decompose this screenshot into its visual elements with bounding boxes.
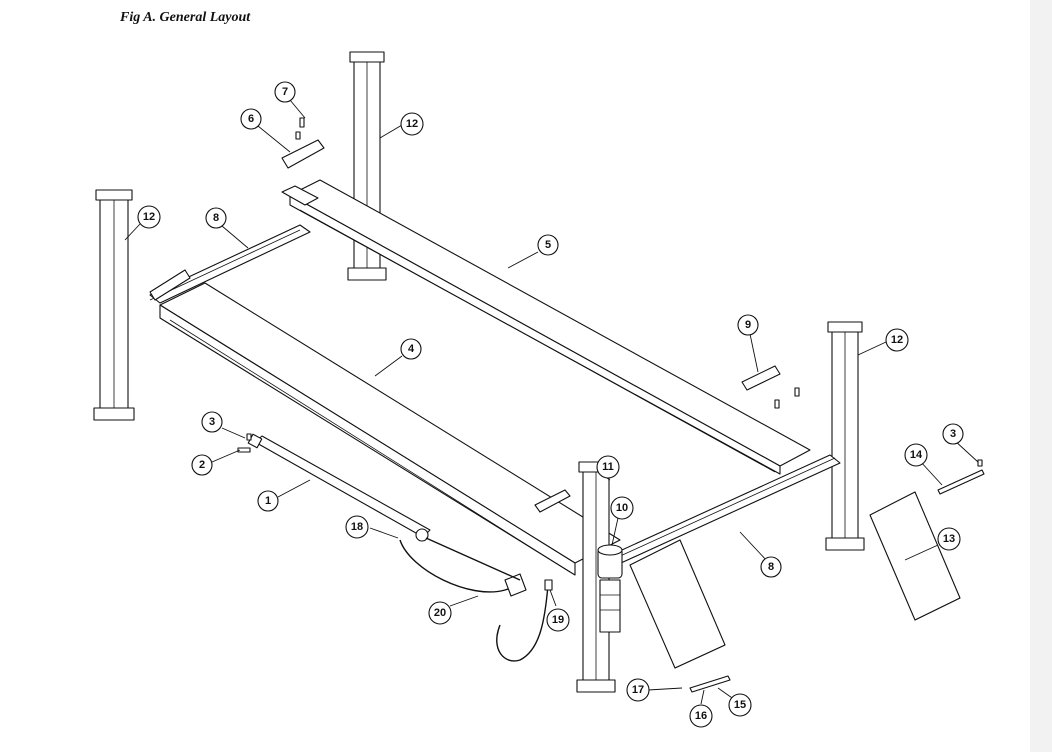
svg-text:15: 15 <box>734 699 746 711</box>
right-margin-panel <box>1030 0 1052 752</box>
svg-text:9: 9 <box>745 319 751 331</box>
small-parts <box>237 117 985 693</box>
svg-text:6: 6 <box>248 113 254 125</box>
document-page: Fig A. General Layout <box>93 10 985 728</box>
callout-18: 18 <box>345 515 369 539</box>
svg-text:12: 12 <box>406 118 418 130</box>
svg-text:3: 3 <box>209 416 215 428</box>
svg-text:8: 8 <box>213 212 219 224</box>
svg-text:18: 18 <box>351 521 363 533</box>
callout-16: 16 <box>689 704 713 728</box>
ramp-front <box>629 539 726 669</box>
post-rear-right <box>825 321 865 551</box>
svg-text:10: 10 <box>616 502 628 514</box>
svg-text:3: 3 <box>950 428 956 440</box>
pin-2 <box>237 447 251 453</box>
callout-6: 6 <box>240 108 262 130</box>
callout-20: 20 <box>428 601 452 625</box>
svg-text:12: 12 <box>891 334 903 346</box>
figure-title: Fig A. General Layout <box>120 10 251 25</box>
callout-2: 2 <box>191 454 213 476</box>
svg-text:2: 2 <box>199 459 205 471</box>
svg-text:1: 1 <box>265 495 271 507</box>
bolt-7 <box>299 117 305 128</box>
post-front-left <box>93 189 135 421</box>
callout-3-left: 3 <box>201 411 223 433</box>
svg-text:13: 13 <box>943 533 955 545</box>
callout-14: 14 <box>904 443 928 467</box>
callout-10: 10 <box>610 496 634 520</box>
callout-3-right: 3 <box>942 423 964 445</box>
callout-11: 11 <box>596 455 620 479</box>
svg-text:11: 11 <box>602 461 614 473</box>
cross-beam-right <box>599 454 841 569</box>
callout-8-right: 8 <box>760 556 782 578</box>
bolt-6 <box>295 131 301 140</box>
svg-text:17: 17 <box>632 684 644 696</box>
ramp-right <box>869 491 961 621</box>
svg-text:16: 16 <box>695 710 707 722</box>
svg-text:14: 14 <box>910 449 923 461</box>
svg-text:20: 20 <box>434 607 446 619</box>
power-unit <box>597 544 623 633</box>
callout-15: 15 <box>728 693 752 717</box>
bolt-9b <box>794 387 800 397</box>
callout-12-rear-right: 12 <box>885 328 909 352</box>
callout-12-rear-left: 12 <box>400 112 424 136</box>
svg-text:4: 4 <box>408 343 415 355</box>
svg-text:8: 8 <box>768 561 774 573</box>
callout-8-left: 8 <box>205 207 227 229</box>
callout-9: 9 <box>737 314 759 336</box>
general-layout-drawing: 7 6 12 12 8 5 4 9 12 3 2 1 11 10 18 8 3 … <box>93 51 985 728</box>
bracket-9 <box>741 365 781 391</box>
runway-front <box>149 269 621 576</box>
svg-text:7: 7 <box>282 86 288 98</box>
callout-19: 19 <box>546 608 570 632</box>
callout-1: 1 <box>257 490 279 512</box>
callout-17: 17 <box>626 678 650 702</box>
svg-text:19: 19 <box>552 614 564 626</box>
callout-4: 4 <box>400 338 422 360</box>
svg-text:5: 5 <box>545 239 551 251</box>
bolt-9a <box>774 399 780 409</box>
callout-7: 7 <box>274 81 296 103</box>
callout-13: 13 <box>937 527 961 551</box>
bar-16 <box>689 675 731 693</box>
bar-14 <box>937 469 985 495</box>
bracket-6 <box>281 139 325 169</box>
ramp-wedge <box>534 489 571 513</box>
callout-5: 5 <box>537 234 559 256</box>
pin-3b <box>977 459 983 467</box>
callout-12-front-left: 12 <box>137 205 161 229</box>
pin-3a <box>246 433 252 441</box>
runway-rear <box>281 179 811 475</box>
hose-assembly <box>399 537 553 662</box>
svg-text:12: 12 <box>143 211 155 223</box>
cross-beam-left <box>149 224 311 304</box>
